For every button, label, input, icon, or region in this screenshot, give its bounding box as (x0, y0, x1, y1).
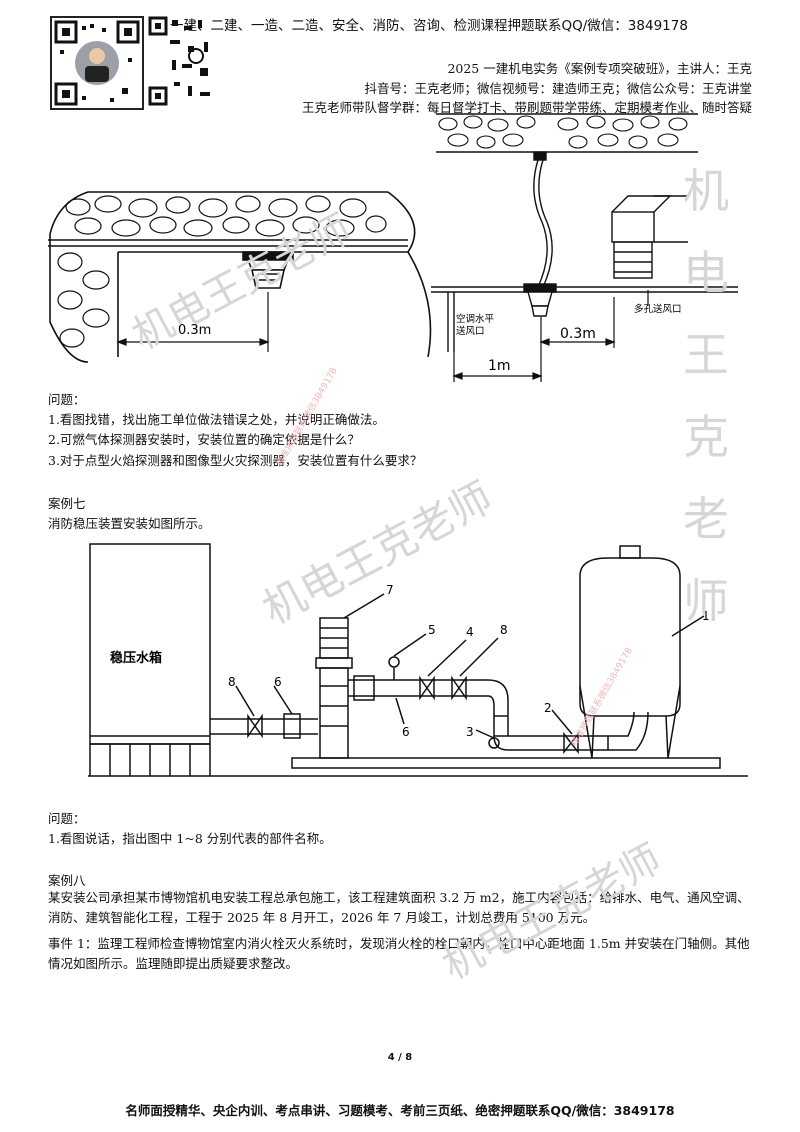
question-6-2: 2.可燃气体探测器安装时，安装位置的确定依据是什么？ (48, 432, 360, 447)
part-label-8b: 8 (500, 623, 508, 637)
watermark-vertical: 机 电 王 克 老 师 (683, 164, 729, 628)
gate-valve-8 (451, 675, 467, 701)
part-label-2: 2 (544, 701, 552, 715)
left-ceiling-drawing (48, 191, 432, 363)
group-line: 王克老师带队督学群：每日督学打卡、带刷题带学带练、定期模考作业、随时答疑 (301, 100, 752, 115)
tank-label: 稳压水箱 (110, 650, 162, 666)
right-dim-large: 1m (488, 358, 511, 374)
case8-title: 案例八 (48, 873, 86, 888)
valve-2 (563, 731, 579, 755)
check-valve-4 (419, 675, 435, 701)
qq-qr-code (148, 16, 228, 106)
part-label-7: 7 (386, 583, 394, 597)
right-detector-icon (523, 283, 557, 317)
part-label-5: 5 (428, 623, 436, 637)
discharge-joint-6 (353, 675, 375, 701)
questions-heading-7: 问题： (48, 811, 86, 826)
right-ceiling-drawing (431, 113, 738, 352)
case8-paragraph-1: 某安装公司承担某市博物馆机电安装工程总承包施工，该工程建筑面积 3.2 万 m2… (48, 890, 750, 925)
question-6-3: 3.对于点型火焰探测器和图像型火灾探测器，安装位置有什么要求？ (48, 453, 423, 468)
suction-valve-8 (247, 713, 263, 739)
question-6-1: 1.看图找错，找出施工单位做法错误之处，并说明正确做法。 (48, 412, 385, 427)
footer-banner: 名师面授精华、央企内训、考点串讲、习题模考、考前三页纸、绝密押题联系QQ/微信：… (125, 1103, 675, 1118)
right-dimensions (452, 290, 649, 382)
case7-title: 案例七 (48, 496, 86, 511)
social-line: 抖音号：王克老师；微信视频号：建造师王克；微信公众号：王克讲堂 (364, 81, 752, 96)
right-label-horizontal-supply: 空调水平送风口 (456, 313, 495, 337)
course-line: 2025 一建机电实务《案例专项突破班》，主讲人：王克 (447, 61, 752, 76)
case8-event-1: 事件 1：监理工程师检查博物馆室内消火栓灭火系统时，发现消火栓的栓口朝内；栓口中… (48, 936, 750, 971)
detector-installation-figure: 0.3m (48, 113, 738, 382)
part-label-4: 4 (466, 625, 474, 639)
left-detector-icon (242, 251, 294, 289)
wechat-qr-code (50, 16, 144, 110)
stabilizer-installation-figure: 稳压水箱 1 2 3 4 5 6 6 7 8 8 (88, 543, 748, 777)
page-number: 4 / 8 (387, 1052, 413, 1063)
right-label-perforated-supply: 多孔送风口 (634, 303, 682, 315)
left-dim-label: 0.3m (178, 323, 211, 338)
part-label-3: 3 (466, 725, 474, 739)
right-dim-small: 0.3m (560, 326, 596, 342)
pressure-tank-1 (579, 557, 681, 717)
stabilizer-water-tank (89, 543, 211, 745)
left-dimension (116, 292, 270, 352)
case7-intro: 消防稳压装置安装如图所示。 (48, 516, 211, 531)
header-banner: 一建、二建、一造、二造、安全、消防、咨询、检测课程押题联系QQ/微信：38491… (170, 18, 688, 34)
question-7-1: 1.看图说话，指出图中 1~8 分别代表的部件名称。 (48, 831, 332, 846)
questions-heading-6: 问题： (48, 392, 86, 407)
part-label-1: 1 (702, 609, 710, 623)
part-label-6b: 6 (402, 725, 410, 739)
part-label-6a: 6 (274, 675, 282, 689)
pressure-gauge-5 (388, 656, 400, 668)
part-label-8a: 8 (228, 675, 236, 689)
